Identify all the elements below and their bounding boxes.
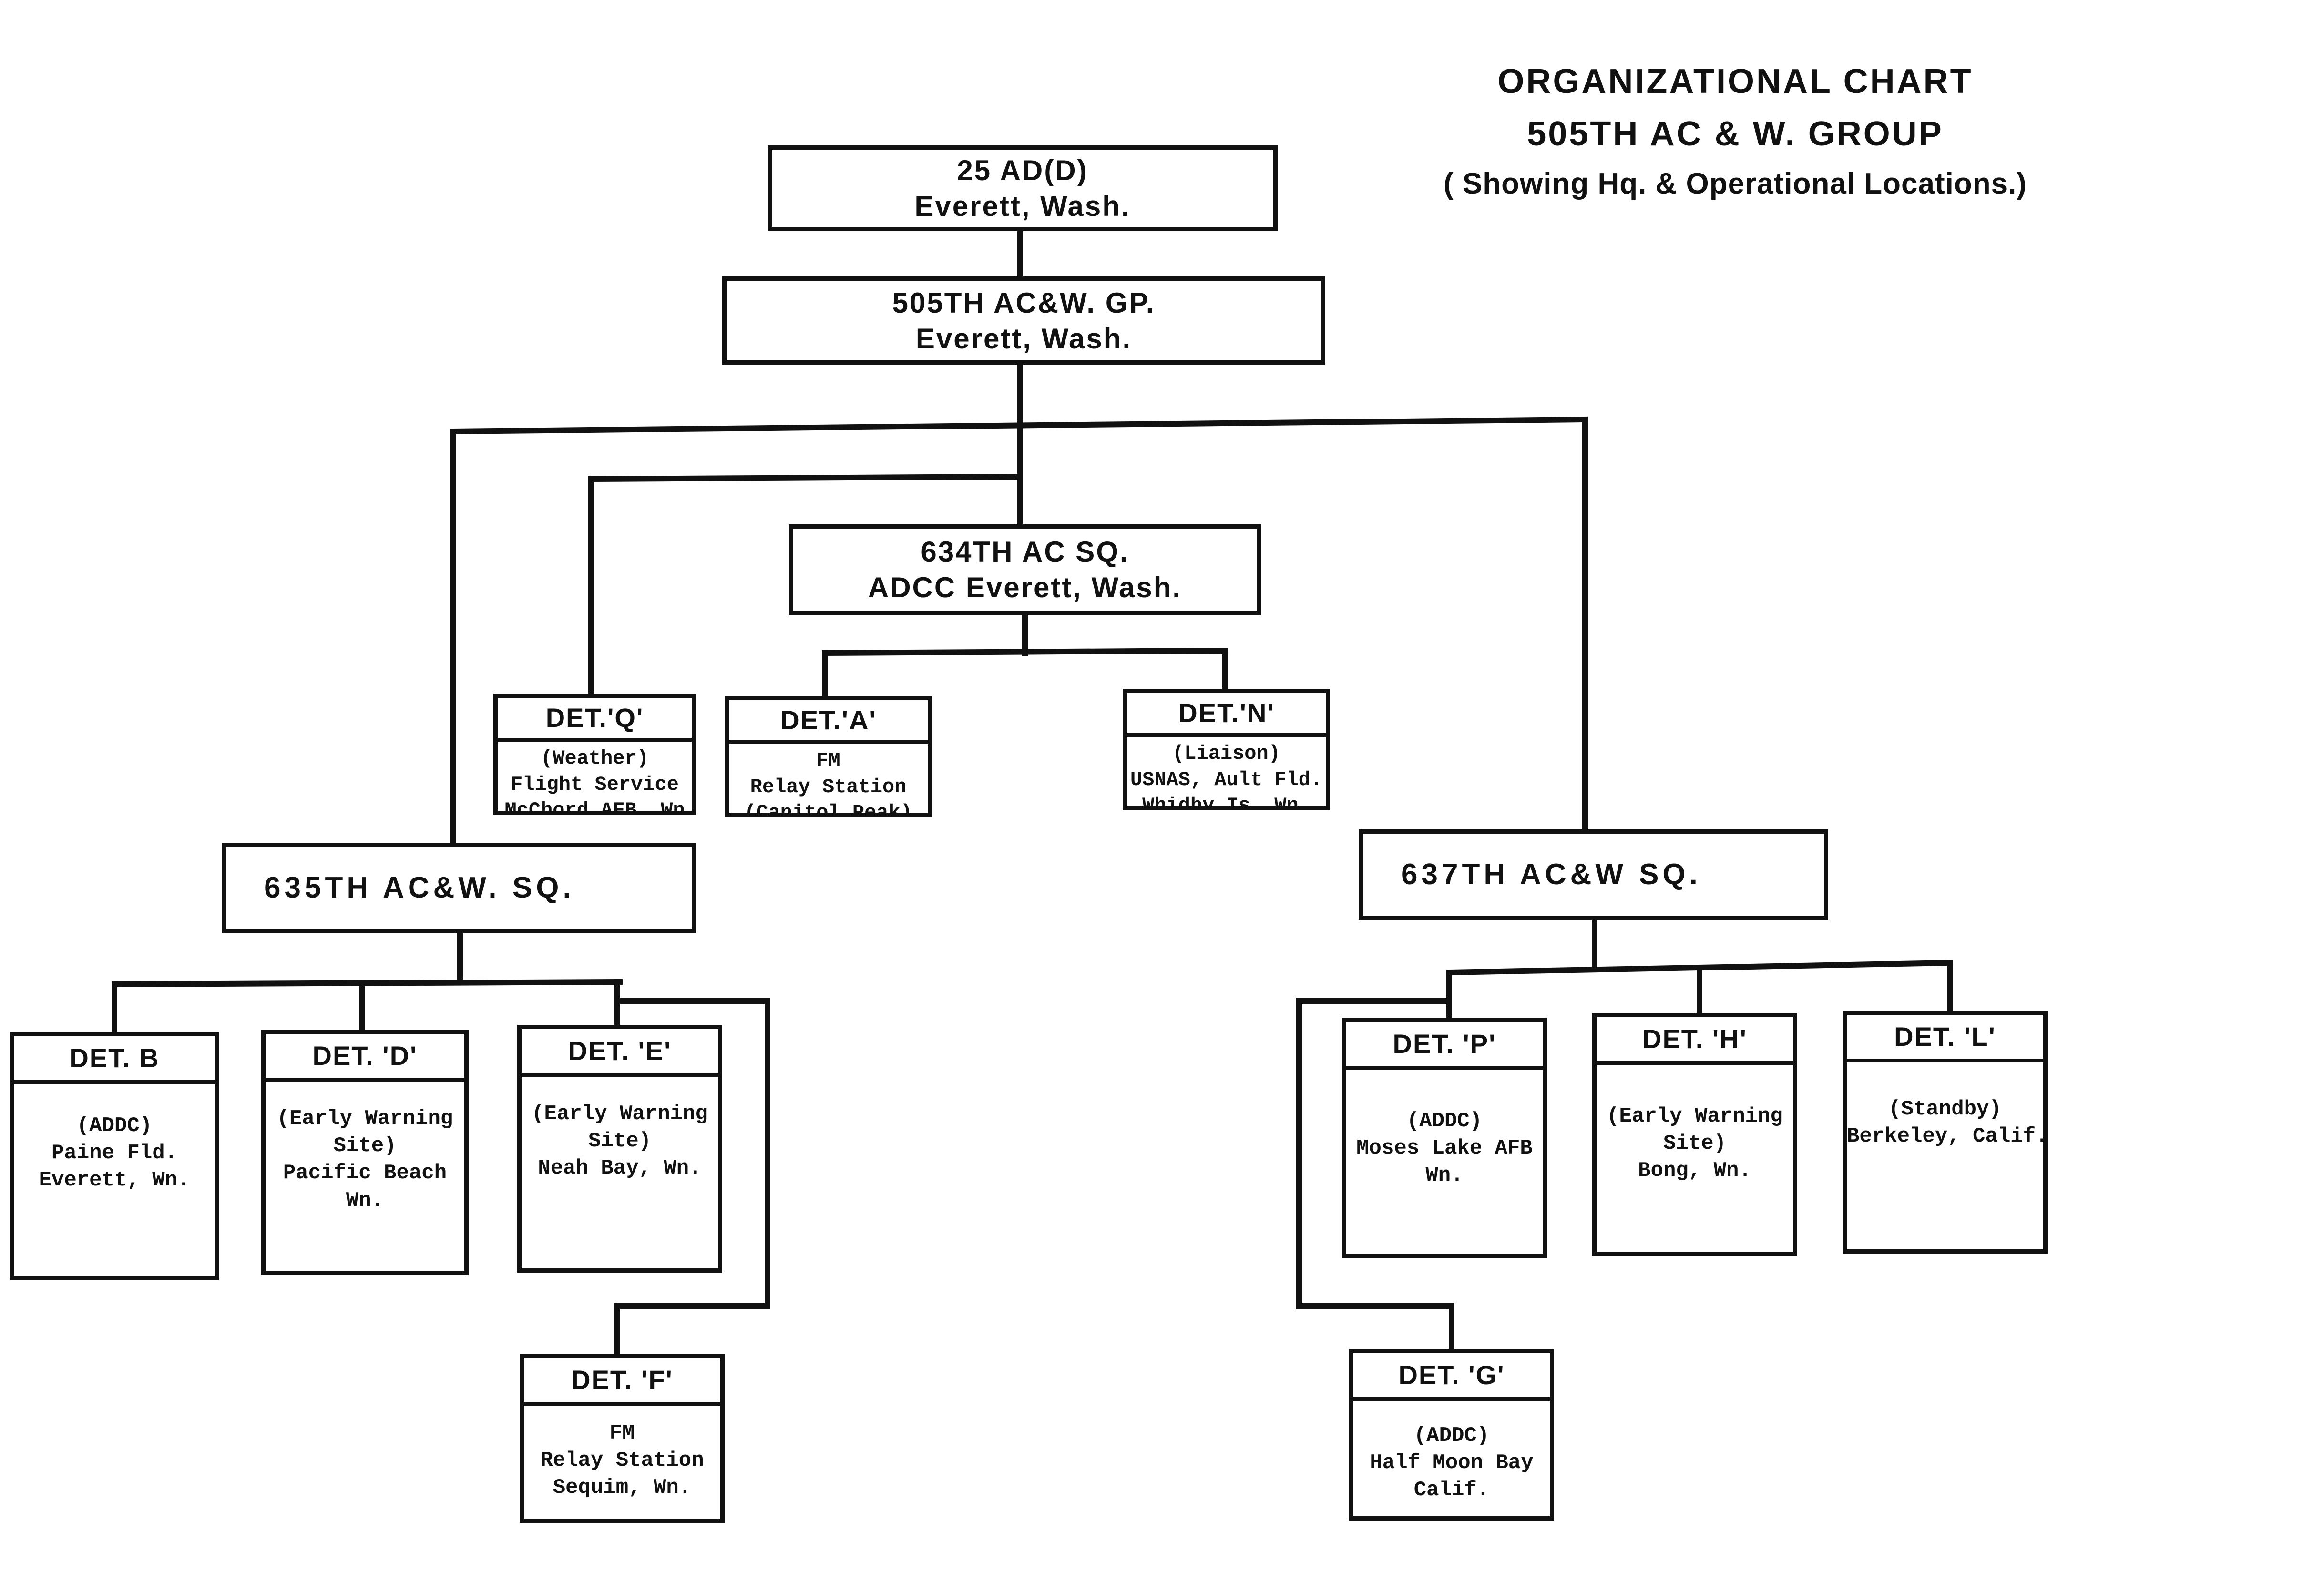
det-f-box: DET. 'F' FM Relay Station Sequim, Wn. xyxy=(520,1354,725,1523)
det-b-line-2: Paine Fld. xyxy=(51,1141,178,1165)
node-635-squadron: 635TH AC&W. SQ. xyxy=(222,843,696,933)
det-h-header: DET. 'H' xyxy=(1597,1017,1793,1065)
det-p-line-2: Moses Lake AFB xyxy=(1356,1136,1533,1161)
det-l-box: DET. 'L' (Standby) Berkeley, Calif. xyxy=(1843,1011,2048,1254)
det-g-line-2: Half Moon Bay xyxy=(1370,1451,1534,1475)
det-p-header: DET. 'P' xyxy=(1346,1022,1543,1070)
det-n-box: DET.'N' (Liaison) USNAS, Ault Fld. Whidb… xyxy=(1123,689,1330,810)
node-637-squadron-name: 637TH AC&W SQ. xyxy=(1401,858,1701,891)
node-25-ad: 25 AD(D) Everett, Wash. xyxy=(768,145,1278,231)
det-q-line-1: (Weather) xyxy=(541,747,649,770)
det-f-header: DET. 'F' xyxy=(524,1358,720,1406)
connector-634-bar xyxy=(821,647,1229,656)
det-l-header: DET. 'L' xyxy=(1847,1015,2043,1062)
det-l-line-1: (Standby) xyxy=(1888,1097,2002,1121)
det-n-line-1: (Liaison) xyxy=(1172,742,1280,765)
det-a-line-1: FM xyxy=(816,749,840,772)
det-a-header: DET.'A' xyxy=(729,700,928,744)
det-e-line-2: Site) xyxy=(588,1129,652,1154)
det-g-header: DET. 'G' xyxy=(1353,1353,1550,1401)
det-f-line-2: Relay Station xyxy=(540,1449,704,1473)
chart-title-line-2: 505TH AC & W. GROUP xyxy=(1527,115,1944,153)
det-d-box: DET. 'D' (Early Warning Site) Pacific Be… xyxy=(261,1030,469,1275)
det-d-line-1: (Early Warning xyxy=(276,1107,453,1131)
det-g-line-3: Calif. xyxy=(1413,1478,1490,1502)
det-b-line-1: (ADDC) xyxy=(76,1114,153,1138)
det-b-header: DET. B xyxy=(14,1036,215,1084)
det-q-header: DET.'Q' xyxy=(498,698,692,742)
node-25-ad-location: Everett, Wash. xyxy=(914,190,1131,222)
det-f-line-1: FM xyxy=(609,1421,635,1445)
connector-outer-bar xyxy=(450,416,1588,435)
det-a-line-3: (Capitol Peak) xyxy=(744,801,912,817)
det-n-line-3: Whidby Is. Wn. xyxy=(1142,794,1310,810)
det-q-line-2: Flight Service xyxy=(511,773,679,796)
node-634-squadron: 634TH AC SQ. ADCC Everett, Wash. xyxy=(789,524,1261,615)
det-a-box: DET.'A' FM Relay Station (Capitol Peak) xyxy=(725,696,932,817)
det-n-header: DET.'N' xyxy=(1127,693,1326,737)
det-a-line-2: Relay Station xyxy=(750,775,907,798)
node-505-group-name: 505TH AC&W. GP. xyxy=(892,286,1156,319)
det-h-line-1: (Early Warning xyxy=(1607,1104,1783,1128)
det-d-line-3: Pacific Beach xyxy=(283,1161,447,1185)
det-e-line-3: Neah Bay, Wn. xyxy=(538,1156,702,1181)
det-f-line-3: Sequim, Wn. xyxy=(553,1476,692,1500)
det-h-line-2: Site) xyxy=(1663,1132,1727,1156)
node-25-ad-name: 25 AD(D) xyxy=(957,154,1088,186)
det-p-line-1: (ADDC) xyxy=(1406,1109,1483,1133)
node-505-group-location: Everett, Wash. xyxy=(915,322,1132,355)
det-h-line-3: Bong, Wn. xyxy=(1638,1159,1751,1183)
det-e-line-1: (Early Warning xyxy=(532,1102,708,1126)
det-g-box: DET. 'G' (ADDC) Half Moon Bay Calif. xyxy=(1349,1349,1554,1521)
chart-title: ORGANIZATIONAL CHART 505TH AC & W. GROUP… xyxy=(1373,64,2098,199)
det-b-line-3: Everett, Wn. xyxy=(39,1168,190,1193)
det-q-box: DET.'Q' (Weather) Flight Service McChord… xyxy=(493,694,696,815)
node-634-squadron-name: 634TH AC SQ. xyxy=(921,536,1129,568)
det-l-line-2: Berkeley, Calif. xyxy=(1847,1124,2048,1149)
det-e-box: DET. 'E' (Early Warning Site) Neah Bay, … xyxy=(517,1025,722,1273)
det-p-line-3: Wn. xyxy=(1425,1164,1464,1188)
det-e-header: DET. 'E' xyxy=(522,1029,718,1077)
node-637-squadron: 637TH AC&W SQ. xyxy=(1359,829,1828,920)
node-505-group: 505TH AC&W. GP. Everett, Wash. xyxy=(722,276,1325,365)
node-635-squadron-name: 635TH AC&W. SQ. xyxy=(264,871,575,905)
chart-title-line-1: ORGANIZATIONAL CHART xyxy=(1497,62,1973,101)
det-b-box: DET. B (ADDC) Paine Fld. Everett, Wn. xyxy=(10,1032,219,1280)
det-d-line-4: Wn. xyxy=(346,1188,384,1213)
det-h-box: DET. 'H' (Early Warning Site) Bong, Wn. xyxy=(1592,1013,1797,1256)
det-d-line-2: Site) xyxy=(333,1134,397,1158)
det-g-line-1: (ADDC) xyxy=(1413,1424,1490,1448)
node-634-squadron-location: ADCC Everett, Wash. xyxy=(868,572,1182,603)
det-d-header: DET. 'D' xyxy=(266,1034,464,1082)
chart-title-line-3: ( Showing Hq. & Operational Locations.) xyxy=(1444,167,2027,200)
det-q-line-3: McChord AFB, Wn xyxy=(504,799,685,815)
connector-635-bar xyxy=(111,979,623,988)
det-n-line-2: USNAS, Ault Fld. xyxy=(1130,768,1323,791)
connector-inner-bar xyxy=(588,473,1024,482)
det-p-box: DET. 'P' (ADDC) Moses Lake AFB Wn. xyxy=(1342,1018,1547,1258)
